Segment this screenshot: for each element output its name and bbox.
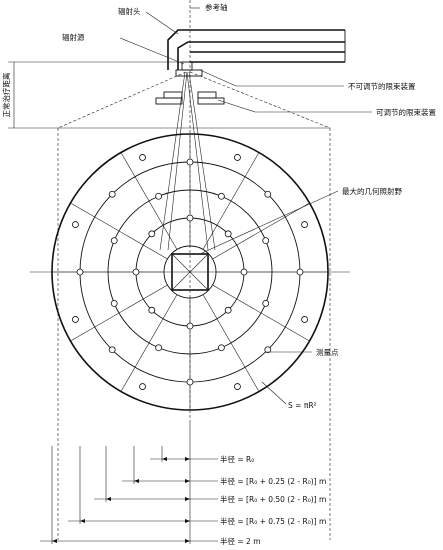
measurement-point — [296, 268, 304, 276]
measurement-point — [110, 237, 118, 245]
measurement-point — [262, 237, 270, 245]
measurement-point — [76, 268, 84, 276]
adjustable-collimator-label: 可调节的限束装置 — [376, 107, 436, 117]
measurement-point — [186, 214, 194, 222]
measurement-point — [217, 344, 225, 352]
radiation-source — [181, 61, 193, 71]
measurement-point — [132, 268, 140, 276]
measurement-point — [110, 299, 118, 307]
radial-spoke — [202, 152, 260, 250]
measurement-point — [262, 299, 270, 307]
measurement-points — [72, 154, 308, 390]
measurement-point — [217, 192, 225, 200]
radial-spoke — [202, 294, 260, 392]
radius-label-4: 半径 = [R₀ + 0.75 (2 - R₀)] m — [220, 516, 326, 526]
max-field-label: 最大的几何照射野 — [342, 186, 402, 196]
fixed-collimator-label: 不可调节的限束装置 — [348, 81, 416, 91]
measurement-point — [224, 306, 232, 314]
measurement-point — [301, 316, 308, 323]
radial-spoke — [212, 202, 310, 260]
measurement-point — [301, 221, 308, 228]
measurement-point — [108, 346, 116, 354]
measurement-point — [148, 230, 156, 238]
adjustable-collimator — [155, 91, 225, 105]
measurement-point — [234, 383, 241, 390]
measurement-point — [264, 346, 272, 354]
measurement-point — [186, 158, 194, 166]
radial-spoke — [70, 284, 168, 342]
radial-spoke — [120, 152, 178, 250]
measurement-point — [240, 268, 248, 276]
reference-axis-label: 参考轴 — [205, 2, 228, 12]
measurement-point — [264, 190, 272, 198]
measurement-point — [186, 378, 194, 386]
leader-lines — [119, 7, 372, 405]
radial-spokes — [52, 134, 328, 410]
radial-spoke — [212, 284, 310, 342]
treatment-distance-label: 正常治疗距离 — [1, 72, 11, 117]
measurement-point — [186, 322, 194, 330]
treatment-distance-dimension — [8, 61, 331, 540]
radius-label-3: 半径 = [R₀ + 0.50 (2 - R₀)] m — [220, 494, 326, 504]
radial-spoke — [120, 294, 178, 392]
radius-label-5: 半径 = 2 m — [220, 536, 261, 546]
measurement-point — [148, 306, 156, 314]
measurement-point-label: 测量点 — [316, 348, 339, 357]
radiation-head-label: 辐射头 — [118, 6, 141, 16]
measurement-point — [72, 221, 79, 228]
measurement-point — [108, 190, 116, 198]
radial-spoke — [70, 202, 168, 260]
measurement-point — [72, 316, 79, 323]
radius-label-1: 半径 = R₀ — [220, 454, 254, 464]
area-formula-label: S = πR² — [288, 401, 317, 410]
measurement-point — [155, 344, 163, 352]
radiation-head-housing — [167, 29, 346, 70]
fixed-collimator — [175, 69, 203, 77]
measurement-point — [224, 230, 232, 238]
radius-label-2: 半径 = [R₀ + 0.25 (2 - R₀)] m — [220, 476, 326, 486]
max-field-square — [171, 253, 209, 291]
radiation-source-label: 辐射源 — [62, 32, 85, 42]
radius-dimensions — [40, 420, 218, 544]
measurement-point — [155, 192, 163, 200]
measurement-point — [139, 383, 146, 390]
beam-lines — [159, 71, 216, 251]
measurement-point — [139, 154, 146, 161]
measurement-point — [234, 154, 241, 161]
